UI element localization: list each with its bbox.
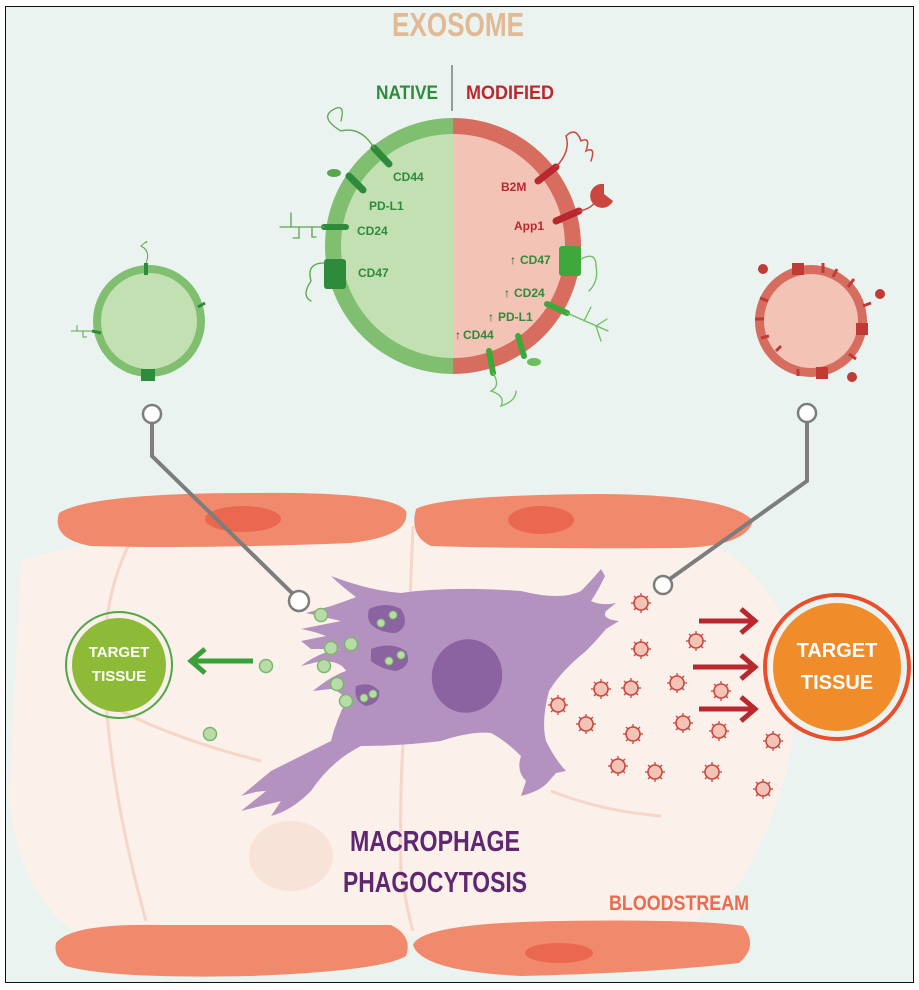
native-marker-label: PD-L1 [369, 199, 404, 213]
modified-marker-label: CD44 [463, 328, 494, 342]
bloodstream-label: BLOODSTREAM [609, 892, 749, 915]
target-tissue-left-line1: TARGET [89, 644, 150, 661]
modified-half [453, 118, 581, 374]
cd44-protein-icon [486, 348, 496, 376]
target-tissue-right-line2: TISSUE [801, 672, 873, 694]
b2m-protein-icon [534, 163, 560, 185]
pd-l1-protein-icon [515, 333, 527, 359]
macrophage-label-line1: MACROPHAGE [350, 826, 520, 858]
exosome-diagram: EXOSOME NATIVE MODIFIED [9, 7, 911, 977]
up-arrow-icon: ↑ [504, 286, 510, 300]
diagram-frame: EXOSOME NATIVE MODIFIED [5, 6, 914, 983]
modified-marker-label: CD24 [514, 286, 545, 300]
native-marker-label: CD44 [393, 170, 424, 184]
up-arrow-icon: ↑ [510, 253, 516, 267]
arrow-right-icon [693, 607, 759, 723]
connector-right [652, 402, 818, 596]
modified-exosome-small [755, 263, 885, 382]
target-tissue-right-line1: TARGET [797, 640, 878, 662]
target-tissue-left-line2: TISSUE [92, 668, 146, 685]
arrow-left-icon [187, 647, 253, 675]
pd-l1-protein-icon [345, 172, 367, 194]
target-tissue-left: TARGET TISSUE [65, 611, 173, 719]
modified-marker-label: B2M [501, 180, 526, 194]
target-tissue-right: TARGET TISSUE [763, 593, 911, 741]
diagram-title: EXOSOME [392, 7, 524, 43]
native-marker-label: CD24 [357, 224, 388, 238]
modified-marker-label: App1 [514, 219, 544, 233]
modified-marker-label: PD-L1 [498, 310, 533, 324]
modified-marker-label: CD47 [520, 253, 551, 267]
large-exosome: CD44 PD-L1 CD24 CD47 B2M App1 ↑ CD47 ↑ C… [279, 107, 613, 408]
native-marker-label: CD47 [358, 266, 389, 280]
cell-shadow [249, 821, 333, 891]
endothelial-cell [55, 924, 408, 977]
connector-left [141, 403, 311, 613]
modified-label: MODIFIED [466, 83, 554, 104]
endothelial-cell [414, 494, 753, 549]
cell-boundary-line [120, 709, 262, 763]
up-arrow-icon: ↑ [488, 310, 494, 324]
up-arrow-icon: ↑ [455, 328, 461, 342]
cd47-protein-icon [559, 246, 581, 276]
cell-boundary-line [550, 789, 662, 818]
cd24-protein-icon [544, 301, 570, 316]
cd47-protein-icon [324, 259, 346, 289]
endothelial-nucleus [525, 943, 593, 963]
macrophage [241, 569, 619, 816]
macrophage-label-line2: PHAGOCYTOSIS [343, 867, 527, 899]
native-label: NATIVE [376, 83, 438, 104]
endothelial-nucleus [508, 506, 574, 534]
cd44-protein-icon [370, 144, 393, 168]
macrophage-nucleus [431, 639, 503, 713]
app1-protein-icon [552, 207, 583, 225]
native-exosome-small [71, 241, 206, 381]
